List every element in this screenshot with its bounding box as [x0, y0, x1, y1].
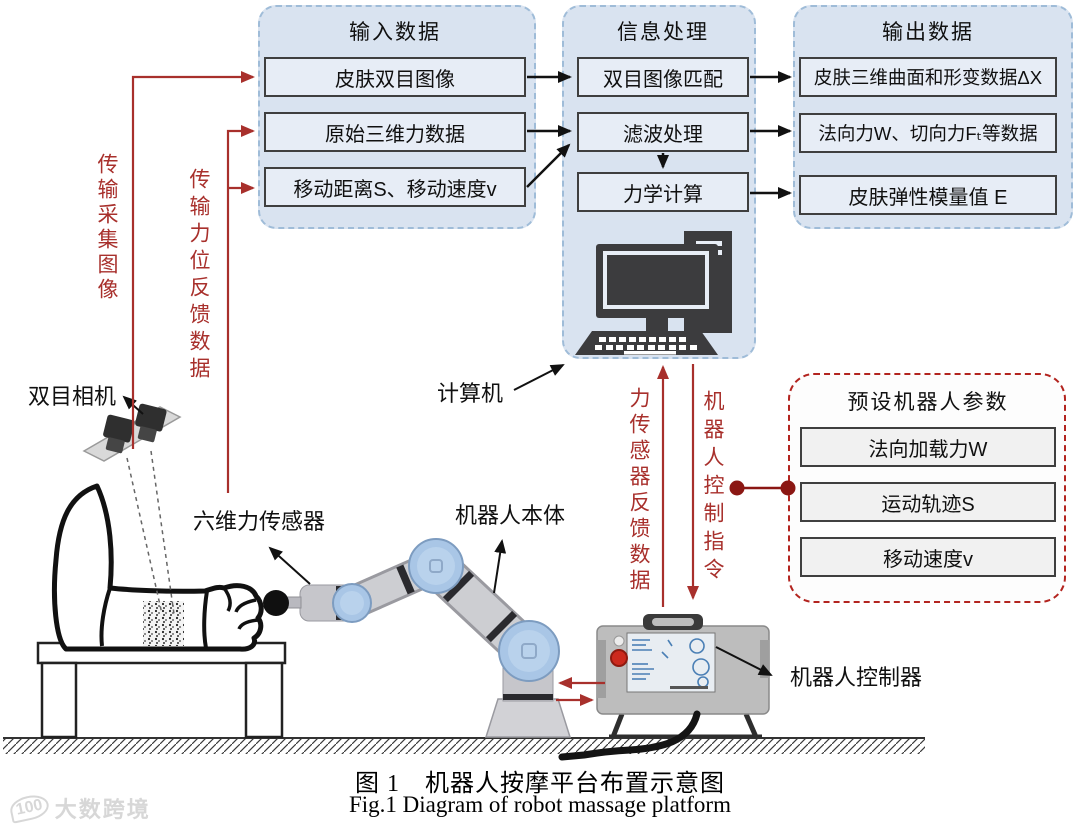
table-illustration — [36, 641, 287, 739]
massage-ball-end-effector — [263, 590, 289, 616]
node-moving-speed: 移动速度v — [800, 537, 1056, 577]
node-motion-trajectory: 运动轨迹S — [800, 482, 1056, 522]
node-skin-surface-deformation: 皮肤三维曲面和形变数据ΔX — [799, 57, 1057, 97]
robot-arm-illustration — [263, 538, 572, 738]
binocular-camera-illustration — [82, 403, 182, 462]
input-panel-title: 输入数据 — [349, 21, 441, 44]
output-panel-title: 输出数据 — [882, 21, 974, 44]
pendant-screen-ui — [632, 638, 710, 688]
node-normal-load-force: 法向加载力W — [800, 427, 1056, 467]
node-normal-tangential-force: 法向力W、切向力Fₜ等数据 — [799, 113, 1057, 153]
figure-caption-english: Fig.1 Diagram of robot massage platform — [349, 792, 731, 817]
skin-marker-patch — [143, 601, 184, 646]
watermark-text: 大数跨境 — [54, 797, 151, 822]
node-filtering: 滤波处理 — [577, 112, 749, 152]
label-robot-control-command: 机器人控制指令 — [701, 390, 724, 586]
label-transmit-captured-images: 传输采集图像 — [95, 153, 118, 303]
label-force-sensor-feedback: 力传感器反馈数据 — [627, 387, 650, 595]
camera-sightlines — [126, 450, 175, 615]
watermark: 100 大数跨境 — [7, 792, 151, 824]
node-stereo-matching: 双目图像匹配 — [577, 57, 749, 97]
robot-controller-illustration — [558, 614, 770, 761]
figure-caption-chinese: 图 1 机器人按摩平台布置示意图 — [355, 771, 725, 797]
label-binocular-camera: 双目相机 — [28, 384, 117, 409]
process-panel-title: 信息处理 — [617, 21, 709, 44]
preset-panel-title: 预设机器人参数 — [847, 391, 1009, 414]
ground-hatch — [3, 737, 925, 754]
node-distance-speed: 移动距离S、移动速度v — [264, 167, 526, 207]
label-transmit-force-position: 传输力位反馈数据 — [187, 168, 210, 384]
label-robot-controller: 机器人控制器 — [790, 665, 923, 690]
node-skin-stereo-images: 皮肤双目图像 — [264, 57, 526, 97]
node-elastic-modulus: 皮肤弹性模量值 E — [799, 175, 1057, 215]
label-robot-body: 机器人本体 — [455, 503, 566, 528]
node-mechanics-calc: 力学计算 — [577, 172, 749, 212]
label-six-axis-force-sensor: 六维力传感器 — [193, 509, 326, 534]
connector-dots — [729, 480, 796, 496]
controller-cable — [558, 710, 701, 761]
label-computer: 计算机 — [437, 381, 504, 406]
emergency-stop-button — [610, 649, 628, 667]
node-raw-3d-force-data: 原始三维力数据 — [264, 112, 526, 152]
watermark-logo: 100 — [7, 792, 51, 824]
